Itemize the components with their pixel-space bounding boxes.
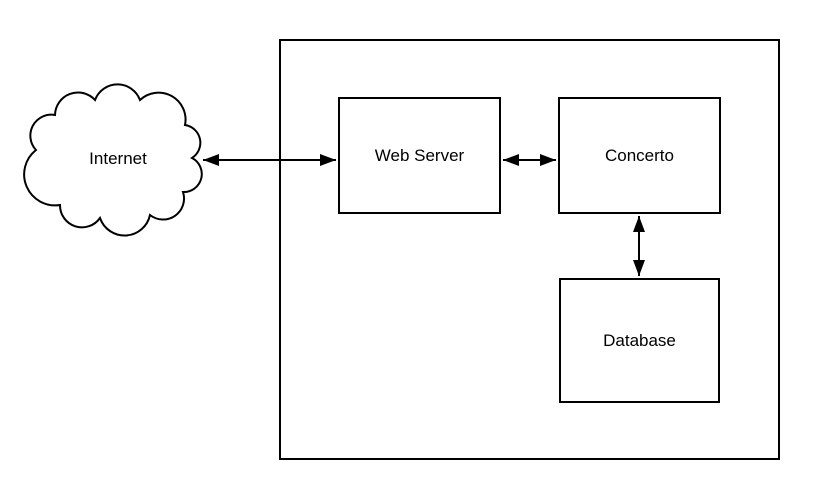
node-web-server: Web Server — [338, 97, 501, 214]
node-concerto-label: Concerto — [605, 145, 674, 165]
node-web-server-label: Web Server — [374, 145, 465, 165]
node-concerto: Concerto — [558, 97, 721, 214]
internet-cloud-shape — [23, 83, 203, 237]
node-database: Database — [559, 278, 720, 403]
system-boundary-box — [279, 39, 780, 460]
node-database-label: Database — [603, 330, 676, 350]
